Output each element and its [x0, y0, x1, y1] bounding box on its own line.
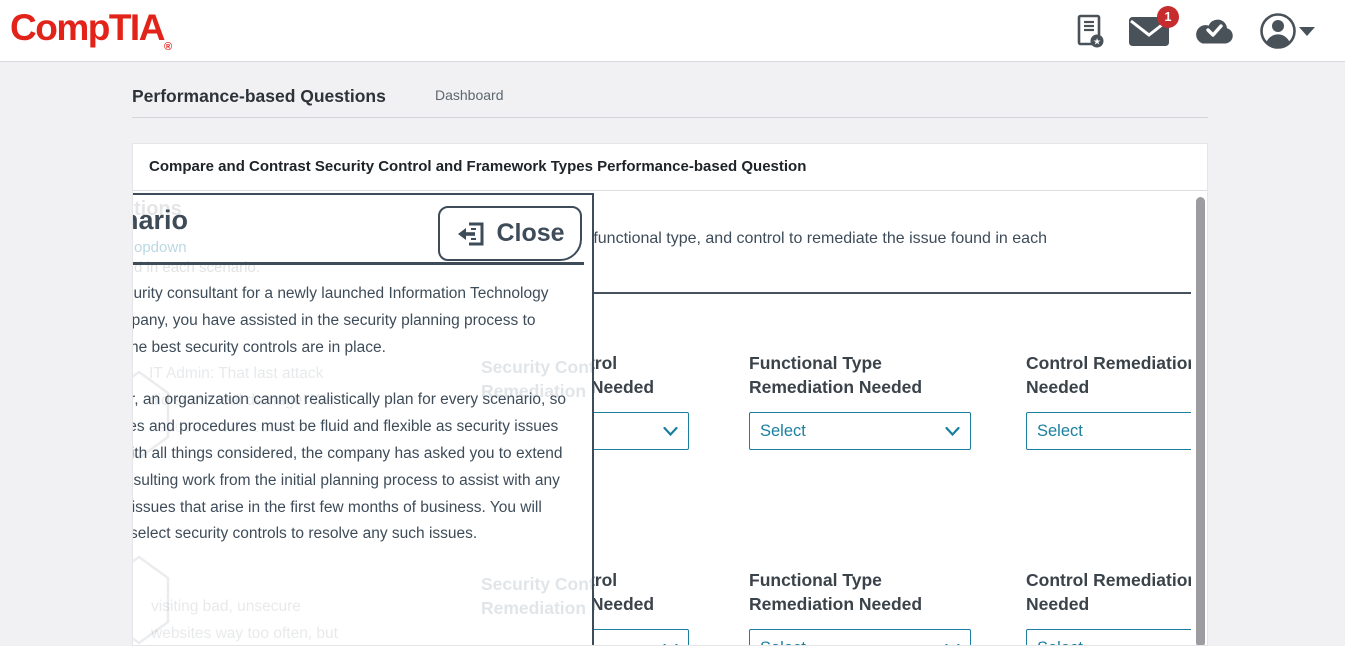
functional-type-label: Functional Type Remediation Needed — [749, 568, 922, 616]
mail-icon[interactable]: 1 — [1129, 5, 1179, 46]
svg-text:★: ★ — [1093, 36, 1101, 46]
question-card: Compare and Contrast Security Control an… — [132, 143, 1208, 646]
breadcrumb-dashboard[interactable]: Dashboard — [435, 87, 504, 103]
question-card-header: Compare and Contrast Security Control an… — [133, 144, 1207, 191]
functional-type-label-line2: Remediation Needed — [749, 594, 923, 614]
functional-type-label-line2: Remediation Needed — [749, 377, 923, 397]
control-remediation-select-value: Select — [1037, 421, 1083, 440]
chevron-down-icon — [663, 426, 678, 436]
scenario-paragraph-1: As a security consultant for a newly lau… — [133, 285, 549, 356]
close-button[interactable]: Close — [438, 206, 582, 261]
control-remediation-select[interactable]: Select — [1026, 412, 1191, 450]
ghost-column-label: Security Control Remediation Needed — [481, 572, 592, 620]
exit-icon — [458, 222, 484, 245]
app-header: CompTIA® ★ 1 — [0, 0, 1345, 62]
functional-type-label: Functional Type Remediation Needed — [749, 351, 922, 399]
ghost-chat-line: visiting bad, unsecure — [151, 598, 301, 615]
section-divider — [149, 292, 1191, 294]
modal-header-divider — [133, 262, 584, 265]
scenario-paragraph-2: However, an organization cannot realisti… — [133, 391, 566, 543]
modal-body: As a security consultant for a newly lau… — [133, 281, 574, 574]
control-remediation-label-line2: Needed — [1026, 377, 1090, 397]
mail-badge: 1 — [1157, 5, 1179, 28]
header-icons: ★ 1 — [1076, 0, 1315, 62]
functional-type-label-line1: Functional Type — [749, 570, 882, 590]
transcript-icon[interactable]: ★ — [1076, 13, 1104, 49]
close-button-label: Close — [496, 219, 565, 247]
vertical-scrollbar-thumb[interactable] — [1196, 197, 1205, 645]
control-remediation-label-line1: Control Remediation — [1026, 353, 1191, 373]
account-menu-caret-icon[interactable] — [1299, 26, 1315, 36]
ghost-chat-line: websites way too often, but — [151, 625, 338, 642]
scenario-modal: tions opdown d in each scenario. IT Admi… — [133, 193, 594, 645]
comptia-logo-text: CompTIA — [10, 7, 165, 48]
page-title: Performance-based Questions — [132, 86, 386, 106]
functional-type-select-value: Select — [760, 421, 806, 440]
modal-heading: Scenario — [133, 205, 189, 235]
ghost-text: opdown — [134, 239, 187, 256]
functional-type-select-value: Select — [760, 639, 806, 646]
control-remediation-label: Control Remediation Needed — [1026, 568, 1191, 616]
account-icon[interactable] — [1259, 12, 1315, 50]
ghost-label-line: Remediation Needed — [481, 598, 592, 618]
question-card-body: For each scenario, select the correct se… — [133, 191, 1191, 646]
cloud-check-icon[interactable] — [1194, 17, 1234, 45]
ghost-label-line: Security Control — [481, 574, 592, 594]
control-remediation-select-value: Select — [1037, 639, 1083, 646]
functional-type-select[interactable]: Select — [749, 412, 971, 450]
control-remediation-label: Control Remediation Needed — [1026, 351, 1191, 399]
chevron-down-icon — [945, 426, 960, 436]
registered-mark: ® — [163, 41, 173, 53]
control-remediation-select[interactable]: Select — [1026, 629, 1191, 646]
question-card-title: Compare and Contrast Security Control an… — [149, 158, 807, 175]
comptia-logo: CompTIA® — [10, 4, 172, 71]
control-remediation-label-line2: Needed — [1026, 594, 1090, 614]
control-remediation-label-line1: Control Remediation — [1026, 570, 1191, 590]
functional-type-select[interactable]: Select — [749, 629, 971, 646]
ghost-chat-text: visiting bad, unsecure websites way too … — [151, 593, 338, 645]
page-divider — [132, 117, 1208, 118]
functional-type-label-line1: Functional Type — [749, 353, 882, 373]
